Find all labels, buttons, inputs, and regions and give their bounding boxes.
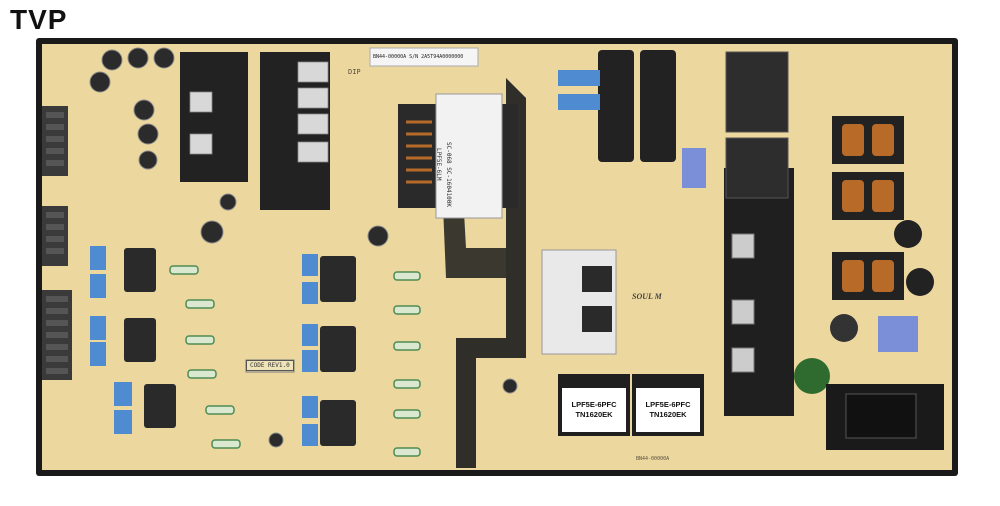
code-rev-label: CODE REV1.0 <box>246 360 294 371</box>
pfc-label-left-line1: LPF5E-6PFC <box>571 400 617 409</box>
pfc-transformer-label-right: LPF5E-6PFC TN1620EK <box>637 400 699 420</box>
soundm-logo: SOUL M <box>632 292 662 301</box>
pcb-artwork <box>42 44 952 470</box>
corner-label: TVP <box>10 4 68 35</box>
main-transformer-label-1: LPF5E-6LM <box>435 148 442 181</box>
main-transformer-label-2: SC-068 SC-1604100K <box>445 142 452 208</box>
dip-label: DIP <box>348 68 361 76</box>
pfc-label-left-line2: TN1620EK <box>575 410 613 419</box>
pfc-label-right-line2: TN1620EK <box>649 410 687 419</box>
pfc-label-right-line1: LPF5E-6PFC <box>645 400 691 409</box>
serial-sticker: BN44-00000A S/N 2A5T94A0000000 <box>373 54 464 60</box>
power-board: CODE REV1.0 DIP BN44-00000A S/N 2A5T94A0… <box>36 38 958 476</box>
bottom-code: BN44-00000A <box>636 456 670 462</box>
pfc-transformer-label-left: LPF5E-6PFC TN1620EK <box>563 400 625 420</box>
